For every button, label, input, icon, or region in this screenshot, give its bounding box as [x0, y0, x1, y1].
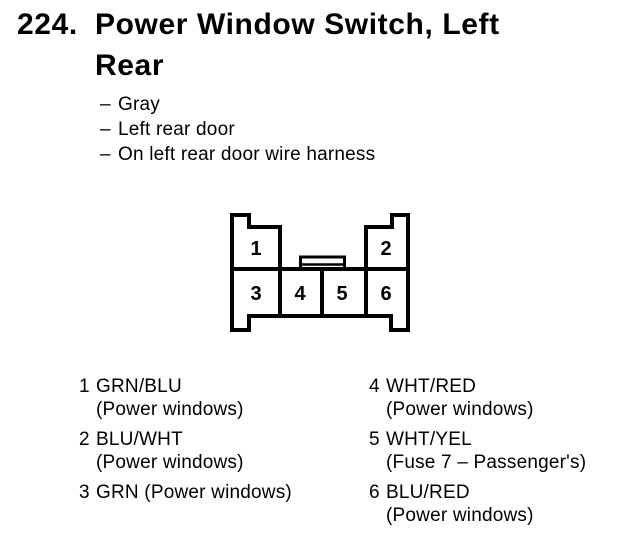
legend-wire-function: (Fuse 7 – Passenger's): [386, 452, 587, 473]
legend-entry-pin3: 3 GRN (Power windows): [79, 481, 292, 504]
detail-item-color: – Gray: [100, 92, 375, 117]
detail-item-location: – Left rear door: [100, 117, 375, 142]
detail-list: – Gray – Left rear door – On left rear d…: [100, 92, 375, 167]
detail-text: Gray: [118, 94, 160, 115]
legend-pin-number: 5: [369, 429, 380, 450]
section-title-line1: Power Window Switch, Left: [95, 8, 500, 41]
section-title: Power Window Switch, Left Rear: [95, 4, 500, 86]
legend-wire-function: (Power windows): [96, 452, 244, 473]
pin-cell-2: 2: [380, 238, 391, 260]
legend-pin-number: 6: [369, 482, 380, 503]
section-title-line2: Rear: [95, 49, 165, 82]
pin-cell-5: 5: [336, 283, 347, 305]
dash-glyph: –: [100, 144, 111, 165]
legend-entry-pin6: 6 BLU/RED (Power windows): [369, 481, 586, 527]
detail-text: On left rear door wire harness: [118, 144, 376, 165]
legend-pin-number: 2: [79, 429, 90, 450]
legend-pin-number: 3: [79, 482, 90, 503]
legend-wire-color: BLU/RED: [386, 482, 470, 503]
legend-entry-pin5: 5 WHT/YEL (Fuse 7 – Passenger's): [369, 428, 586, 474]
legend-pin-number: 4: [369, 376, 380, 397]
pin-cell-6: 6: [380, 283, 391, 305]
pin-cell-3: 3: [250, 283, 261, 305]
dash-glyph: –: [100, 119, 111, 140]
legend-column-left: 1 GRN/BLU (Power windows) 2 BLU/WHT (Pow…: [79, 375, 292, 511]
legend-entry-pin2: 2 BLU/WHT (Power windows): [79, 428, 292, 474]
legend-wire-color: WHT/YEL: [386, 429, 472, 450]
section-number: 224.: [17, 8, 78, 41]
connector-diagram: 1 2 3 4 5 6: [230, 213, 410, 332]
section-heading: 224. Power Window Switch, Left Rear: [17, 4, 500, 86]
legend-wire-color: BLU/WHT: [96, 429, 183, 450]
pin-cell-4: 4: [294, 283, 306, 305]
detail-text: Left rear door: [118, 119, 235, 140]
legend-wire-color: GRN (Power windows): [96, 482, 292, 503]
legend-wire-color: GRN/BLU: [96, 376, 182, 397]
dash-glyph: –: [100, 94, 111, 115]
latch-tab: [299, 255, 346, 271]
legend-column-right: 4 WHT/RED (Power windows) 5 WHT/YEL (Fus…: [369, 375, 586, 534]
legend-pin-number: 1: [79, 376, 90, 397]
legend-entry-pin1: 1 GRN/BLU (Power windows): [79, 375, 292, 421]
pin-cell-1: 1: [250, 238, 261, 260]
legend-wire-function: (Power windows): [386, 399, 534, 420]
legend-wire-color: WHT/RED: [386, 376, 477, 397]
connector-outline: [230, 213, 410, 332]
legend-entry-pin4: 4 WHT/RED (Power windows): [369, 375, 586, 421]
detail-item-harness: – On left rear door wire harness: [100, 142, 375, 167]
legend-wire-function: (Power windows): [386, 505, 534, 526]
legend-wire-function: (Power windows): [96, 399, 244, 420]
